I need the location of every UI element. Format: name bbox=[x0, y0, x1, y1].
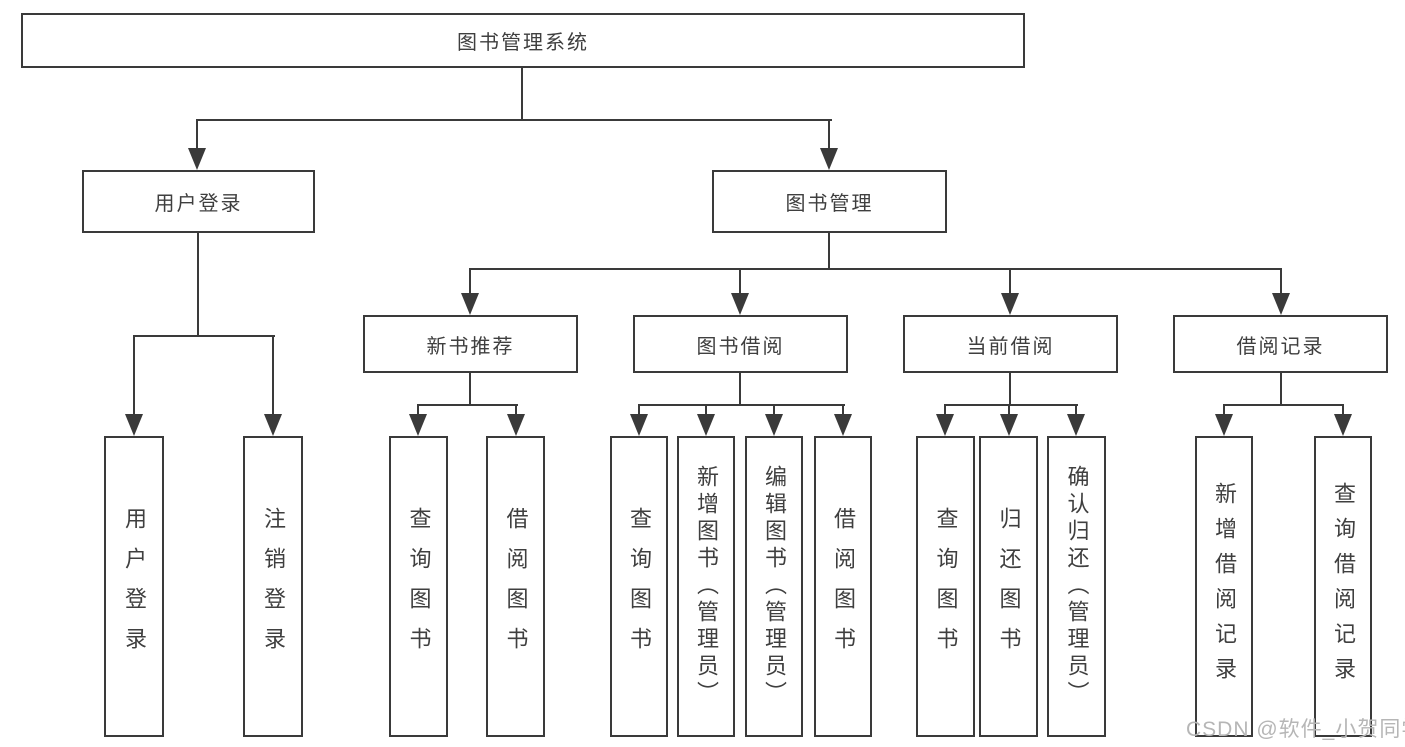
node-borrow-borrow-book: 借阅图书 bbox=[814, 436, 872, 737]
arrow-down-icon bbox=[1334, 414, 1352, 436]
node-borrow-query-book: 查询图书 bbox=[610, 436, 668, 737]
node-new-book-recommend: 新书推荐 bbox=[363, 315, 578, 373]
connector-line bbox=[133, 335, 275, 337]
connector-line bbox=[842, 404, 844, 418]
arrow-down-icon bbox=[1272, 293, 1290, 315]
connector-line bbox=[828, 233, 830, 270]
connector-line bbox=[1009, 373, 1011, 406]
arrow-down-icon bbox=[1000, 414, 1018, 436]
connector-line bbox=[521, 68, 523, 121]
connector-line bbox=[638, 404, 845, 406]
node-book-borrow: 图书借阅 bbox=[633, 315, 848, 373]
connector-line bbox=[944, 404, 1078, 406]
node-recommend-query-book: 查询图书 bbox=[389, 436, 448, 737]
connector-line bbox=[1223, 404, 1225, 418]
connector-line bbox=[1280, 268, 1282, 295]
node-book-management: 图书管理 bbox=[712, 170, 947, 233]
arrow-down-icon bbox=[507, 414, 525, 436]
node-borrow-add-book: 新增图书（管理员） bbox=[677, 436, 735, 737]
arrow-down-icon bbox=[461, 293, 479, 315]
node-borrow-record: 借阅记录 bbox=[1173, 315, 1388, 373]
connector-line bbox=[1075, 404, 1077, 418]
connector-line bbox=[638, 404, 640, 418]
connector-line bbox=[1008, 404, 1010, 418]
connector-line bbox=[469, 268, 1282, 270]
connector-line bbox=[515, 404, 517, 418]
connector-line bbox=[196, 119, 198, 152]
arrow-down-icon bbox=[820, 148, 838, 170]
node-user-login: 用户登录 bbox=[82, 170, 315, 233]
node-record-add: 新增借阅记录 bbox=[1195, 436, 1253, 737]
connector-line bbox=[469, 268, 471, 295]
connector-line bbox=[705, 404, 707, 418]
connector-line bbox=[739, 373, 741, 406]
node-current-borrow: 当前借阅 bbox=[903, 315, 1118, 373]
arrow-down-icon bbox=[188, 148, 206, 170]
arrow-down-icon bbox=[731, 293, 749, 315]
node-record-query: 查询借阅记录 bbox=[1314, 436, 1372, 737]
connector-line bbox=[1223, 404, 1344, 406]
connector-line bbox=[944, 404, 946, 418]
connector-line bbox=[773, 404, 775, 418]
arrow-down-icon bbox=[1067, 414, 1085, 436]
connector-line bbox=[1342, 404, 1344, 418]
connector-line bbox=[1280, 373, 1282, 406]
arrow-down-icon bbox=[409, 414, 427, 436]
node-recommend-borrow-book: 借阅图书 bbox=[486, 436, 545, 737]
node-current-return-book: 归还图书 bbox=[979, 436, 1038, 737]
arrow-down-icon bbox=[125, 414, 143, 436]
node-current-confirm-return: 确认归还（管理员） bbox=[1047, 436, 1106, 737]
node-library-system: 图书管理系统 bbox=[21, 13, 1025, 68]
connector-line bbox=[417, 404, 518, 406]
arrow-down-icon bbox=[1215, 414, 1233, 436]
node-leaf-logout: 注销登录 bbox=[243, 436, 303, 737]
connector-line bbox=[197, 233, 199, 337]
arrow-down-icon bbox=[936, 414, 954, 436]
connector-line bbox=[1009, 268, 1011, 295]
arrow-down-icon bbox=[630, 414, 648, 436]
node-current-query-book: 查询图书 bbox=[916, 436, 975, 737]
arrow-down-icon bbox=[765, 414, 783, 436]
connector-line bbox=[272, 335, 274, 416]
connector-line bbox=[417, 404, 419, 418]
connector-line bbox=[196, 119, 832, 121]
arrow-down-icon bbox=[1001, 293, 1019, 315]
arrow-down-icon bbox=[697, 414, 715, 436]
node-borrow-edit-book: 编辑图书（管理员） bbox=[745, 436, 803, 737]
connector-line bbox=[739, 268, 741, 295]
node-leaf-user-login: 用户登录 bbox=[104, 436, 164, 737]
connector-line bbox=[133, 335, 135, 416]
arrow-down-icon bbox=[834, 414, 852, 436]
connector-line bbox=[828, 119, 830, 152]
arrow-down-icon bbox=[264, 414, 282, 436]
connector-line bbox=[469, 373, 471, 406]
csdn-watermark: CSDN @软件_小贺同学 bbox=[1186, 718, 1405, 741]
